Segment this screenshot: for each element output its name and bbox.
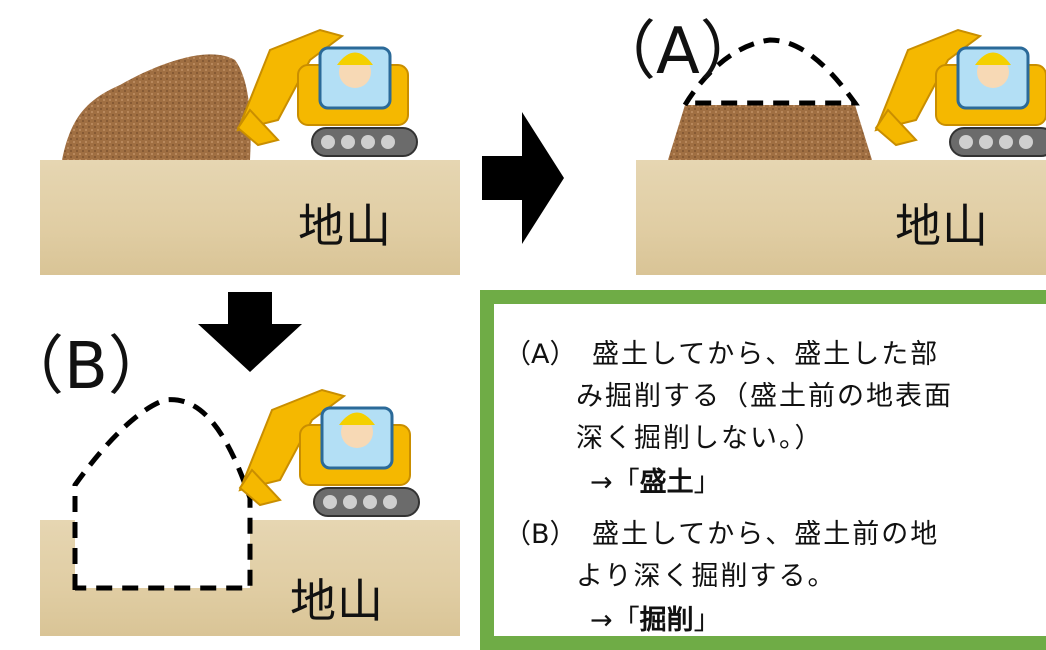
panel-label-a: （A） — [592, 15, 764, 89]
ground-label-top-left: 地山 — [298, 199, 392, 253]
excavated-hole — [40, 380, 300, 636]
note-a-line1: 盛土してから、盛土した部 — [592, 339, 940, 370]
panel-label-b: （B） — [0, 330, 172, 404]
ground-label-top-right: 地山 — [895, 199, 989, 253]
excavation-outline — [72, 397, 253, 591]
term-embankment: 盛土 — [639, 467, 694, 498]
flattened-soil-illustration — [668, 37, 872, 160]
ground-label-bottom-left: 地山 — [290, 574, 384, 628]
excavator-illustration — [230, 10, 420, 160]
arrow-down-icon — [198, 292, 302, 372]
excavator-illustration — [232, 370, 422, 520]
removed-soil-outline — [682, 37, 860, 107]
note-a-line3: 深く掘削しない。） — [576, 423, 824, 454]
scene-a-embankment — [610, 0, 1046, 275]
ground-top-right — [636, 160, 1046, 275]
ground-top-left — [40, 160, 460, 275]
note-a-line2: み掘削する（盛土前の地表面 — [576, 381, 953, 412]
note-b-arrow: →「掘削」 — [590, 605, 721, 636]
arrow-right-icon — [482, 112, 564, 244]
note-a-marker: （A） — [504, 339, 577, 370]
excavator-illustration — [868, 10, 1046, 160]
soil-mound-illustration — [62, 54, 251, 160]
note-b-marker: （B） — [504, 519, 577, 550]
explanation-box: （A） 盛土してから、盛土した部 み掘削する（盛土前の地表面 深く掘削しない。）… — [480, 290, 1046, 650]
note-b-line1: 盛土してから、盛土前の地 — [592, 519, 940, 550]
note-a-arrow: →「盛土」 — [590, 467, 721, 498]
scene-original-ground — [40, 0, 460, 275]
term-excavation: 掘削 — [639, 605, 694, 636]
note-b-line2: より深く掘削する。 — [576, 561, 837, 592]
